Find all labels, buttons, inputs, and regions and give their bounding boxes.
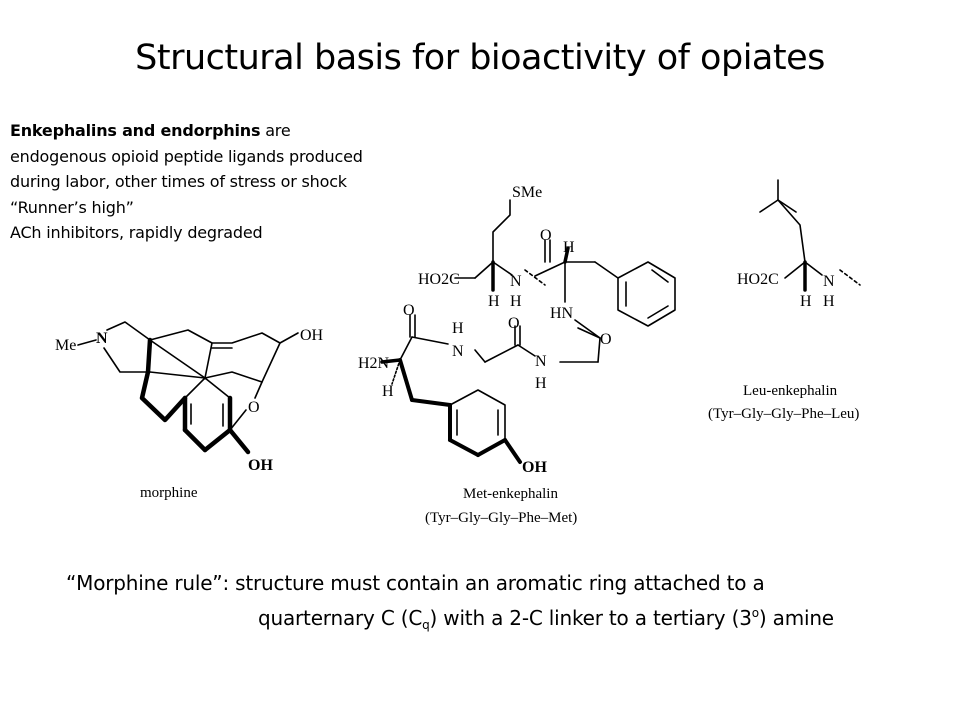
- morphine-n-label: N: [96, 330, 108, 347]
- intro-text: Enkephalins and endorphins are endogenou…: [10, 118, 470, 246]
- met-o-label-4: O: [403, 302, 415, 319]
- met-h-label-6: H: [382, 383, 394, 400]
- morphine-name: morphine: [140, 485, 198, 501]
- rule-line-2-c: ) amine: [758, 606, 834, 630]
- morphine-rule-line-2: quarternary C (Cq) with a 2-C linker to …: [258, 598, 834, 640]
- leu-n-label: N: [823, 273, 835, 290]
- met-ho2c-label: HO2C: [418, 271, 460, 288]
- met-h-label-2: H: [510, 293, 522, 310]
- met-oh-label: OH: [522, 459, 547, 476]
- structures-figure: Me N OH O OH morphine SMe HO2C H N H O H…: [55, 179, 861, 526]
- rule-line-2-a: quarternary C (C: [258, 606, 423, 630]
- intro-line-1: Enkephalins and endorphins are: [10, 118, 470, 144]
- morphine-oh-bottom-label: OH: [248, 457, 273, 474]
- met-o-label-2: O: [600, 331, 612, 348]
- met-n-label-2: N: [535, 353, 547, 370]
- morphine-rule-line-1: “Morphine rule”: structure must contain …: [66, 571, 765, 595]
- morphine-me-label: Me: [55, 337, 76, 354]
- leu-h-label-2: H: [823, 293, 835, 310]
- met-o-label-3: O: [508, 315, 520, 332]
- met-n-label-3: N: [452, 343, 464, 360]
- rule-subscript-q: q: [422, 618, 430, 632]
- morphine-structure: [77, 321, 299, 455]
- met-n-label-1: N: [510, 273, 522, 290]
- rule-line-2-b: ) with a 2-C linker to a tertiary (3: [429, 606, 752, 630]
- morphine-o-label: O: [248, 399, 260, 416]
- intro-line-5: ACh inhibitors, rapidly degraded: [10, 223, 263, 242]
- leu-enkephalin-sequence: (Tyr–Gly–Gly–Phe–Leu): [708, 406, 859, 422]
- met-h-label-4: H: [535, 375, 547, 392]
- intro-line-4: “Runner’s high”: [10, 197, 134, 217]
- rule-superscript-o: o: [751, 606, 759, 620]
- met-enkephalin-structure: [380, 199, 676, 464]
- met-enkephalin-name: Met-enkephalin: [463, 486, 558, 502]
- met-h-label-5: H: [452, 320, 464, 337]
- met-o-label-1: O: [540, 227, 552, 244]
- leu-ho2c-label: HO2C: [737, 271, 779, 288]
- met-sme-label: SMe: [512, 184, 542, 201]
- leu-enkephalin-structure: [759, 179, 861, 292]
- intro-line-2: endogenous opioid peptide ligands produc…: [10, 146, 363, 166]
- met-h-label-3: H: [563, 239, 575, 256]
- met-h2n-label: H2N: [358, 355, 390, 372]
- met-enkephalin-sequence: (Tyr–Gly–Gly–Phe–Met): [425, 510, 577, 526]
- met-h-label-1: H: [488, 293, 500, 310]
- intro-line-3: during labor, other times of stress or s…: [10, 172, 347, 191]
- intro-line-1-rest: are: [260, 121, 291, 140]
- met-hn-label: HN: [550, 305, 574, 322]
- slide-title: Structural basis for bioactivity of opia…: [135, 38, 825, 78]
- morphine-oh-top-label: OH: [300, 327, 324, 344]
- leu-h-label-1: H: [800, 293, 812, 310]
- intro-bold-lead: Enkephalins and endorphins: [10, 121, 261, 140]
- leu-enkephalin-name: Leu-enkephalin: [743, 383, 838, 399]
